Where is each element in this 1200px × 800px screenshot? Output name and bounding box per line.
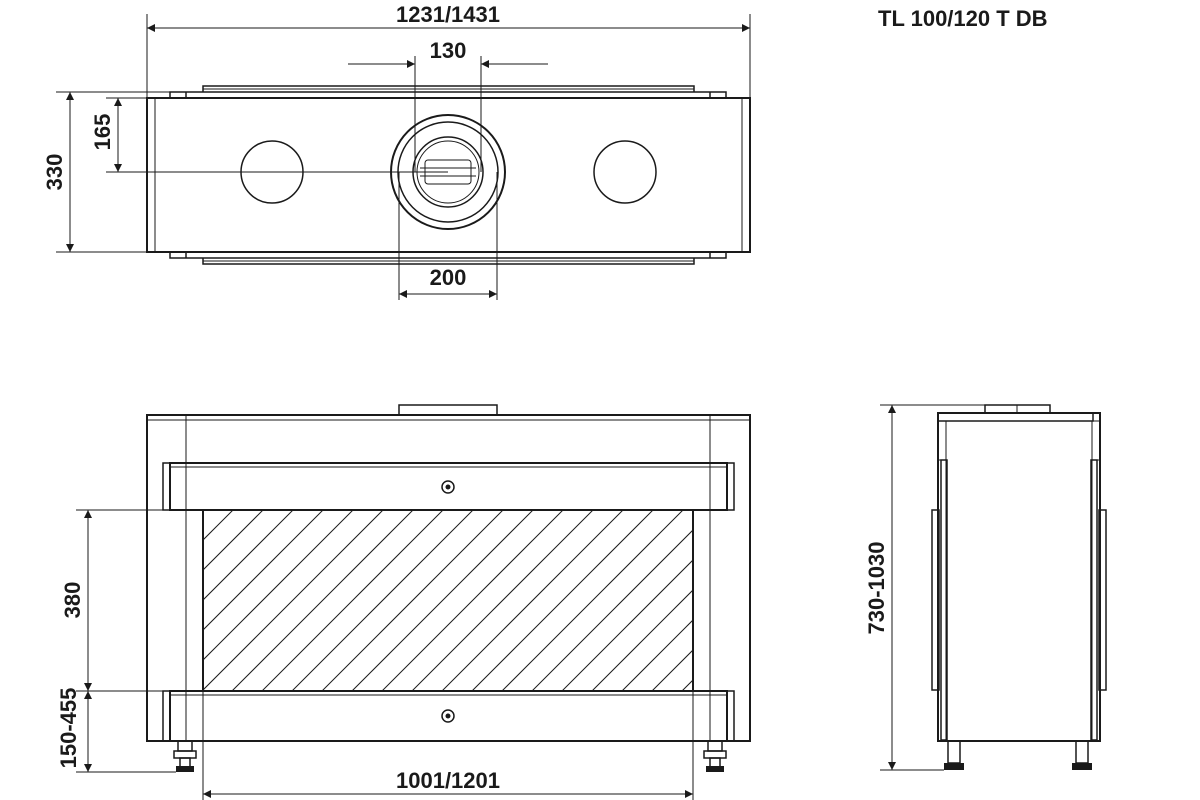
hatch-line [203, 511, 353, 661]
hatch-line [441, 511, 623, 691]
hatch-line [501, 511, 683, 691]
hatch-line [621, 619, 693, 691]
side-view: 730-1030 [864, 404, 1107, 771]
hatch-line [651, 649, 693, 691]
hatch-line [203, 511, 263, 571]
dim-flue-inner: 130 [430, 38, 467, 63]
hatch-line [261, 511, 443, 691]
front-view: 380 150-455 1001/1201 [22, 404, 751, 800]
dim-overall-width: 1231/1431 [396, 2, 500, 27]
left-foot [173, 740, 197, 772]
hatch-line [351, 511, 533, 691]
dim-flue-outer: 200 [430, 265, 467, 290]
top-view: 1231/1431 130 200 165 330 [42, 2, 751, 300]
hatch-line [231, 511, 413, 691]
dim-glass-width: 1001/1201 [396, 768, 500, 793]
hatch-line [203, 511, 323, 631]
hatch-line [203, 511, 383, 691]
front-flue-stub [398, 404, 498, 416]
left-mount-rail [931, 509, 940, 691]
dim-depth-half: 165 [90, 114, 115, 151]
right-opening [593, 140, 657, 204]
dim-glass-height: 380 [60, 582, 85, 619]
hatch-line [291, 511, 473, 691]
top-view-body [146, 97, 751, 253]
side-right-leg [1072, 740, 1092, 770]
bottom-knob [441, 709, 455, 723]
top-rail [169, 85, 727, 98]
hatch-line [411, 511, 593, 691]
hatch-line [531, 529, 693, 691]
side-left-leg [944, 740, 964, 770]
right-foot [703, 740, 727, 772]
bottom-rail [169, 252, 727, 265]
side-view-body [937, 412, 1101, 742]
hatch-line [203, 511, 293, 601]
hatch-line [591, 589, 693, 691]
top-knob [441, 480, 455, 494]
hatch-line [471, 511, 653, 691]
model-title: TL 100/120 T DB [878, 6, 1048, 31]
dim-total-height: 730-1030 [864, 542, 889, 635]
glass-hatching [22, 510, 693, 691]
right-mount-rail [1098, 509, 1107, 691]
hatch-line [321, 511, 503, 691]
hatch-line [381, 511, 563, 691]
hatch-line [22, 510, 203, 691]
dim-base-height: 150-455 [56, 688, 81, 769]
hatch-line [681, 679, 693, 691]
dim-depth: 330 [42, 154, 67, 191]
hatch-line [561, 559, 693, 691]
